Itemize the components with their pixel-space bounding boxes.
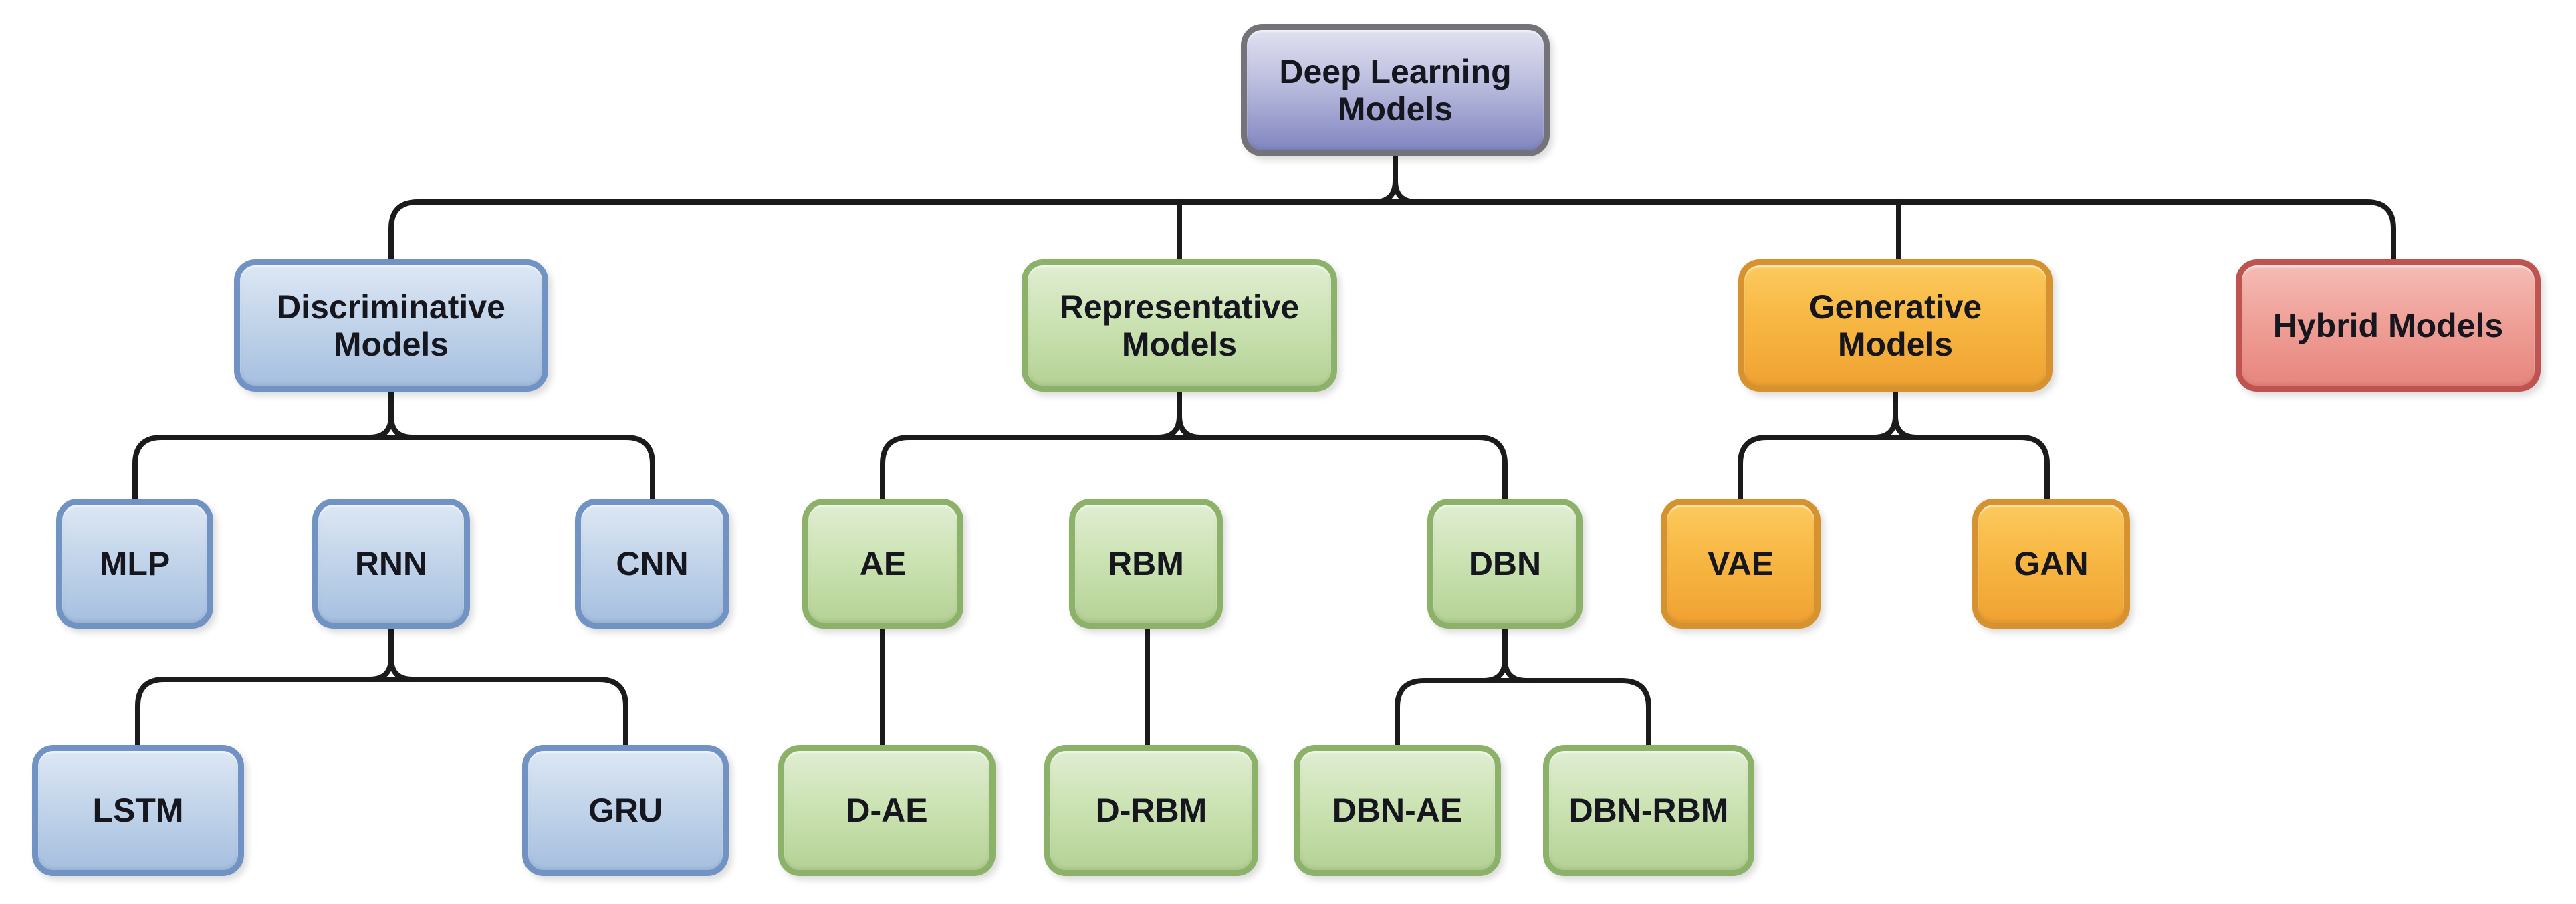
node-label: D-RBM (1095, 792, 1207, 829)
edge-level1-rail (388, 199, 2396, 265)
node-dbn-ae: DBN-AE (1294, 745, 1501, 876)
node-gru: GRU (522, 745, 729, 876)
node-label: Hybrid Models (2272, 307, 2504, 344)
edge-generative-flare-left (1871, 385, 1898, 440)
edge-rnn-flare-left (367, 623, 394, 682)
edge-dbn-flare-left (1481, 623, 1508, 683)
node-hybrid-models: Hybrid Models (2236, 259, 2541, 392)
node-d-rbm: D-RBM (1044, 745, 1258, 876)
node-label: Generative Models (1808, 288, 1982, 363)
node-label: D-AE (846, 792, 928, 829)
node-label: RNN (354, 545, 428, 582)
edge-root-flare-left (1371, 151, 1398, 205)
node-label: Representative Models (1059, 288, 1300, 363)
edge-discriminative-flare-left (367, 385, 394, 440)
node-label: GRU (588, 792, 663, 829)
edge-generative-flare-right (1893, 385, 1919, 440)
node-label: AE (859, 545, 907, 582)
node-mlp: MLP (56, 499, 213, 629)
node-label: CNN (616, 545, 689, 582)
edge-discriminative-rail (132, 435, 655, 504)
node-representative-models: Representative Models (1022, 259, 1337, 392)
node-rnn: RNN (312, 499, 470, 629)
node-ae: AE (802, 499, 963, 629)
node-label: Deep Learning Models (1279, 53, 1512, 128)
node-generative-models: Generative Models (1738, 259, 2053, 392)
node-label: MLP (99, 545, 170, 582)
node-deep-learning-models: Deep Learning Models (1241, 24, 1550, 156)
edge-dbn-rail (1395, 678, 1651, 750)
node-rbm: RBM (1069, 499, 1223, 629)
node-label: Discriminative Models (277, 288, 505, 363)
node-label: DBN-AE (1332, 792, 1463, 829)
edge-discriminative-flare-right (388, 385, 415, 440)
edge-dbn-flare-right (1502, 623, 1529, 683)
node-discriminative-models: Discriminative Models (234, 259, 548, 392)
node-gan: GAN (1972, 499, 2130, 629)
node-dbn-rbm: DBN-RBM (1543, 745, 1754, 876)
edge-rnn-flare-right (388, 623, 415, 682)
node-dbn: DBN (1427, 499, 1583, 629)
edge-representative-flare-right (1177, 385, 1203, 440)
node-label: RBM (1108, 545, 1184, 582)
edge-generative-rail (1738, 435, 2050, 504)
node-vae: VAE (1661, 499, 1821, 629)
node-label: DBN-RBM (1568, 792, 1729, 829)
node-label: GAN (2014, 545, 2089, 582)
node-label: LSTM (92, 792, 184, 829)
node-d-ae: D-AE (778, 745, 996, 876)
node-lstm: LSTM (32, 745, 244, 876)
node-cnn: CNN (575, 499, 729, 629)
edge-rnn-rail (135, 677, 628, 750)
edge-root-flare-right (1393, 151, 1419, 205)
edge-representative-rail (880, 435, 1508, 504)
node-label: VAE (1707, 545, 1774, 582)
node-label: DBN (1468, 545, 1542, 582)
edge-representative-flare-left (1155, 385, 1182, 440)
